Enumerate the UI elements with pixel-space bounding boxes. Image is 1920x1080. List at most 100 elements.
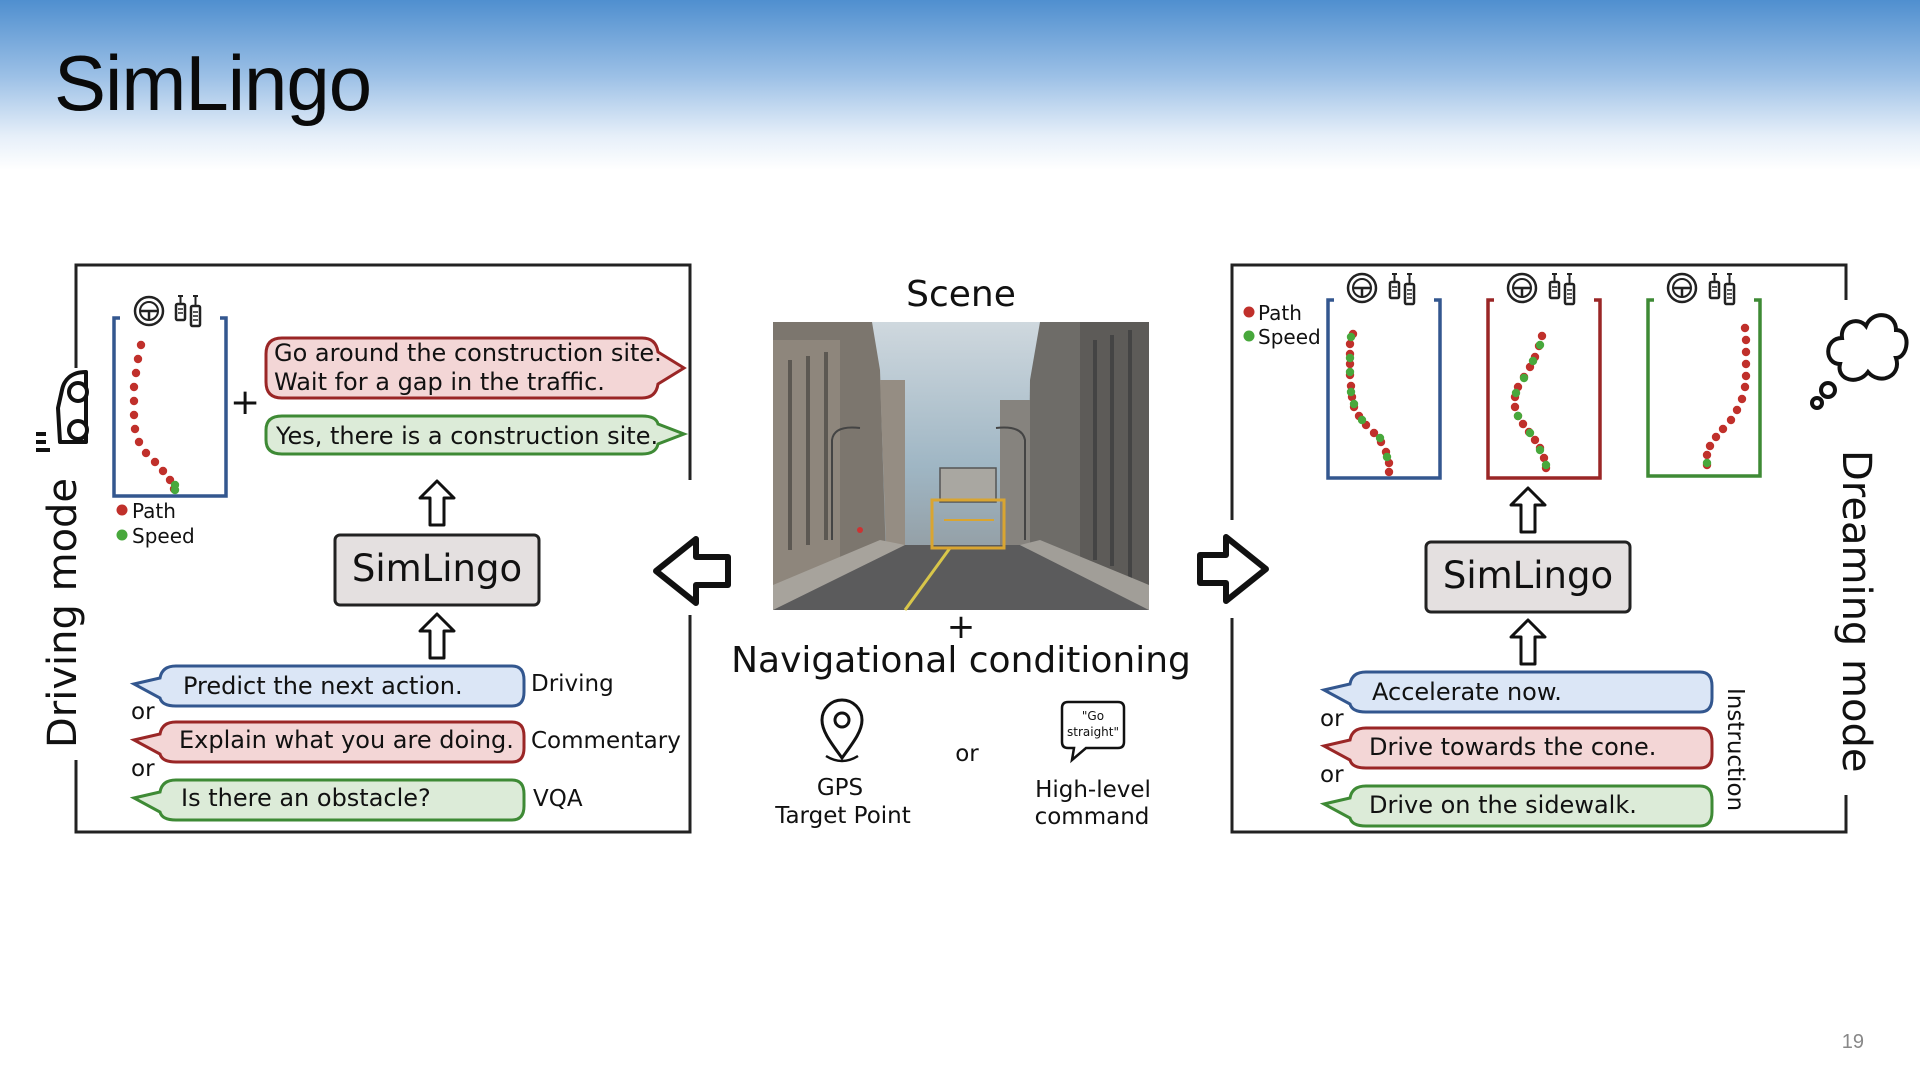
pedals-icon bbox=[174, 294, 202, 328]
prompt-driving-text: Predict the next action. bbox=[183, 672, 463, 700]
speed-dot bbox=[1535, 445, 1545, 455]
instruction-text: Drive on the sidewalk. bbox=[1369, 791, 1637, 819]
path-dot bbox=[1702, 450, 1712, 460]
model-label: SimLingo bbox=[1443, 554, 1613, 597]
arrow-up-icon bbox=[418, 612, 456, 660]
path-dot bbox=[129, 410, 139, 420]
path-dot bbox=[136, 340, 146, 350]
arrow-up-icon bbox=[1509, 486, 1547, 534]
dream-trajectory-box-blue bbox=[1326, 272, 1442, 480]
speed-dot bbox=[1357, 415, 1367, 425]
speed-dot bbox=[1535, 340, 1545, 350]
path-dot bbox=[1369, 428, 1379, 438]
plus-sign: + bbox=[947, 607, 976, 647]
path-dot bbox=[141, 448, 151, 458]
page-number: 19 bbox=[1841, 1031, 1864, 1053]
path-dot bbox=[1737, 394, 1747, 404]
path-dot bbox=[1530, 435, 1540, 445]
simlingo-model-box-left: SimLingo bbox=[333, 533, 541, 607]
path-dot bbox=[1518, 419, 1528, 429]
path-legend-dot bbox=[116, 504, 128, 516]
steering-wheel-icon bbox=[133, 295, 165, 327]
driving-trajectory-box: Path Speed bbox=[112, 294, 228, 548]
high-level-label: High-level bbox=[1035, 777, 1151, 803]
speed-dot bbox=[1345, 367, 1355, 377]
arrow-up-icon bbox=[1509, 618, 1547, 666]
speed-dot bbox=[1346, 332, 1356, 342]
path-legend-label: Path bbox=[1258, 301, 1302, 325]
arrow-right-icon bbox=[1197, 534, 1269, 604]
path-dot bbox=[1741, 371, 1751, 381]
speed-dot bbox=[1382, 452, 1392, 462]
instruction-cone: Drive towards the cone. bbox=[1319, 726, 1714, 770]
slide-title: SimLingo bbox=[54, 39, 372, 127]
instruction-sidewalk: Drive on the sidewalk. bbox=[1319, 784, 1714, 828]
path-dot bbox=[1384, 467, 1394, 477]
instruction-label: Instruction bbox=[1722, 688, 1748, 811]
path-dot bbox=[1539, 453, 1549, 463]
path-dot bbox=[133, 354, 143, 364]
prompt-driving: Predict the next action. Driving bbox=[129, 664, 614, 708]
simlingo-model-box-right: SimLingo bbox=[1424, 540, 1632, 614]
command-bubble-line-2: straight" bbox=[1067, 725, 1119, 739]
prompt-commentary: Explain what you are doing. Commentary bbox=[129, 720, 681, 764]
path-dot bbox=[1732, 405, 1742, 415]
gps-label: GPS bbox=[817, 775, 863, 801]
speed-dot bbox=[1525, 428, 1535, 438]
path-dot bbox=[1345, 359, 1355, 369]
speed-dot bbox=[1346, 387, 1356, 397]
dreaming-mode-frame: Dreaming mode bbox=[1230, 263, 1909, 834]
path-dot bbox=[158, 466, 168, 476]
scene-label: Scene bbox=[906, 274, 1016, 315]
arrow-up-icon bbox=[418, 479, 456, 527]
commentary-line-1: Go around the construction site. bbox=[274, 339, 662, 367]
path-dot bbox=[129, 396, 139, 406]
thought-cloud-icon bbox=[1810, 313, 1909, 410]
pedals-icon bbox=[1708, 272, 1736, 306]
commentary-line-2: Wait for a gap in the traffic. bbox=[274, 368, 605, 396]
path-dot bbox=[1726, 415, 1736, 425]
path-dot bbox=[1705, 441, 1715, 451]
path-dot bbox=[1740, 323, 1750, 333]
path-dot bbox=[1510, 402, 1520, 412]
speed-dot bbox=[1702, 458, 1712, 468]
instruction-text: Accelerate now. bbox=[1372, 678, 1562, 706]
path-dot bbox=[134, 437, 144, 447]
prompt-vqa-text: Is there an obstacle? bbox=[181, 784, 431, 812]
path-dot bbox=[1740, 382, 1750, 392]
speed-legend-dot bbox=[1243, 330, 1255, 342]
or-label: or bbox=[131, 756, 155, 782]
pedals-icon bbox=[1548, 272, 1576, 306]
dream-trajectory-box-green bbox=[1646, 272, 1762, 478]
path-dot bbox=[1711, 432, 1721, 442]
steering-wheel-icon bbox=[1346, 272, 1378, 304]
path-dot bbox=[1741, 335, 1751, 345]
path-dot bbox=[129, 382, 139, 392]
path-dot bbox=[150, 457, 160, 467]
speed-legend-label: Speed bbox=[1258, 325, 1321, 349]
or-label: or bbox=[131, 699, 155, 725]
prompt-commentary-text: Explain what you are doing. bbox=[179, 726, 514, 754]
scene-image bbox=[773, 322, 1149, 611]
path-dot bbox=[1741, 347, 1751, 357]
dream-trajectory-green bbox=[1702, 323, 1751, 470]
command-label: command bbox=[1035, 804, 1150, 830]
or-label: or bbox=[955, 741, 979, 767]
location-pin-icon bbox=[820, 698, 864, 763]
speed-legend-label: Speed bbox=[132, 524, 195, 548]
output-bubble-commentary: Go around the construction site. Wait fo… bbox=[264, 336, 687, 400]
speed-dot bbox=[1345, 353, 1355, 363]
prompt-vqa-tag: VQA bbox=[533, 786, 583, 812]
or-label: or bbox=[1320, 706, 1344, 732]
prompt-vqa: Is there an obstacle? VQA bbox=[129, 778, 583, 822]
navigational-conditioning-label: Navigational conditioning bbox=[731, 640, 1191, 681]
prompt-driving-tag: Driving bbox=[531, 671, 614, 697]
speed-dot bbox=[1375, 433, 1385, 443]
answer-text: Yes, there is a construction site. bbox=[275, 422, 658, 450]
driving-trajectory bbox=[129, 340, 180, 495]
speed-dot bbox=[170, 485, 180, 495]
speed-legend-dot bbox=[116, 529, 128, 541]
speed-dot bbox=[1541, 460, 1551, 470]
path-legend-dot bbox=[1243, 306, 1255, 318]
